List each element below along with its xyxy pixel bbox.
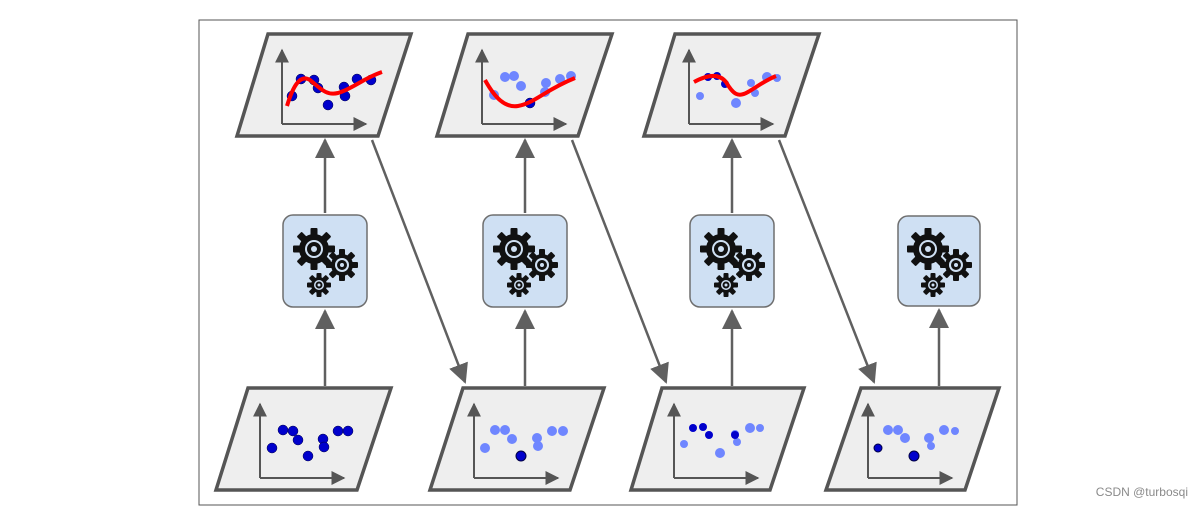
fit-curve [483, 76, 576, 109]
training-set-panel-1 [213, 386, 394, 492]
training-set-panel-3 [628, 386, 807, 492]
fit-curve [285, 70, 383, 107]
figure-border [198, 19, 1018, 506]
data-points [873, 425, 959, 462]
training-set-panel-2 [427, 386, 607, 492]
predictor-panel-3 [641, 32, 822, 138]
watermark: CSDN @turbosqi [1095, 485, 1188, 499]
learner-box-3 [689, 214, 775, 308]
fit-curve [693, 74, 777, 97]
data-points [266, 424, 354, 462]
learner-box-4 [897, 215, 981, 307]
flow-arrows [315, 138, 949, 386]
data-points [480, 425, 568, 462]
predictor-panel-2 [434, 32, 615, 138]
learner-box-2 [482, 214, 568, 308]
learner-box-1 [282, 214, 368, 308]
training-set-panel-4 [823, 386, 1002, 492]
predictor-panel-1 [234, 32, 414, 138]
data-points [680, 423, 764, 458]
